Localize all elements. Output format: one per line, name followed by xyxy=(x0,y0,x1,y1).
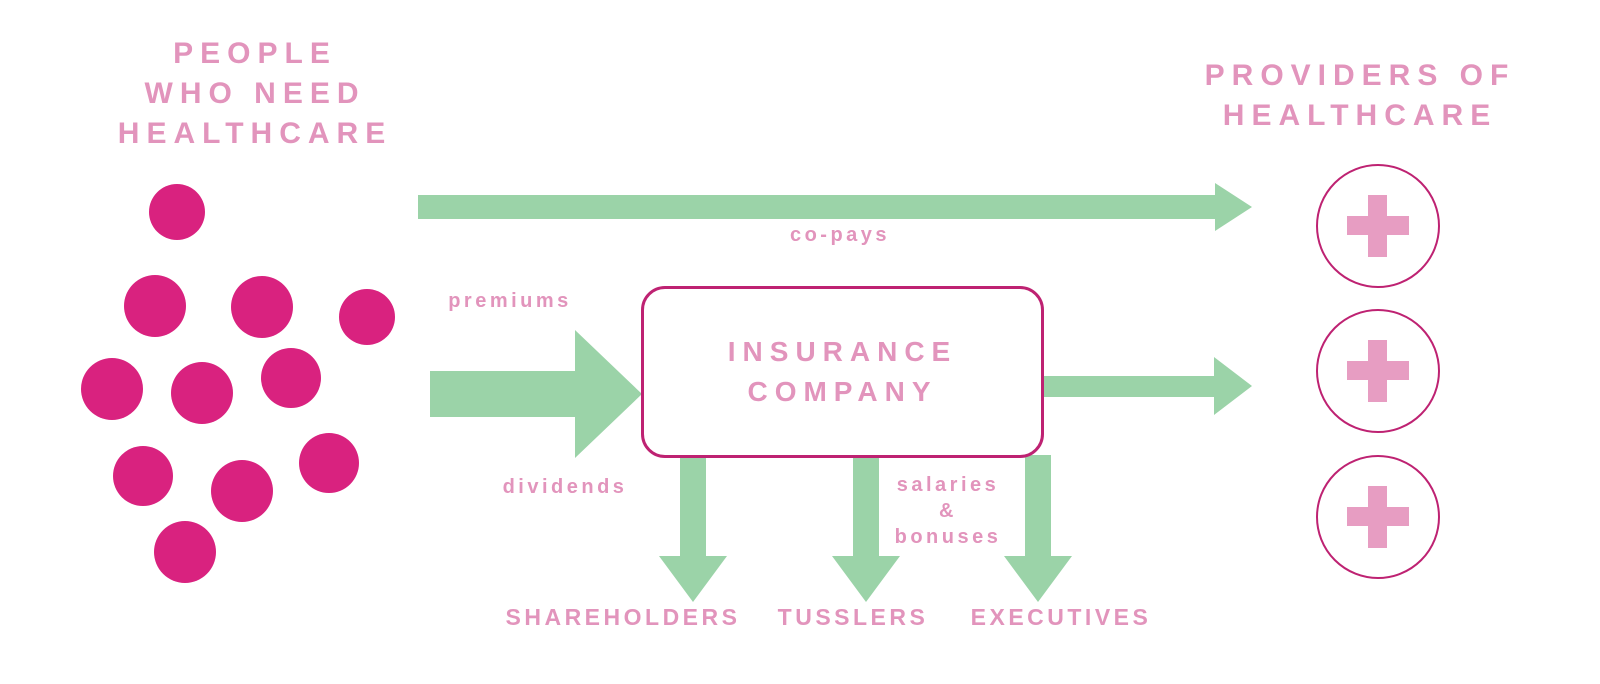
provider-circle[interactable] xyxy=(1316,309,1440,433)
co-pays-arrow xyxy=(418,183,1252,231)
insurance-company-label: INSURANCE COMPANY xyxy=(727,336,958,407)
person-dot xyxy=(339,289,395,345)
provider-circle[interactable] xyxy=(1316,164,1440,288)
recipient-label-tusslers: TUSSLERS xyxy=(777,604,929,630)
premiums-label: premiums xyxy=(448,290,572,312)
person-dot xyxy=(81,358,143,420)
dividends-label: dividends xyxy=(502,476,628,498)
person-dot xyxy=(261,348,321,408)
premiums-arrow xyxy=(430,330,642,458)
person-dot xyxy=(211,460,273,522)
recipient-label-executives: EXECUTIVES xyxy=(970,604,1152,630)
salaries-and-bonuses-label: salaries & bonuses xyxy=(894,474,1002,548)
insurance-to-providers-arrow xyxy=(1036,357,1252,415)
executives-pay-arrow xyxy=(1004,455,1072,602)
recipient-label-shareholders: SHAREHOLDERS xyxy=(505,604,741,630)
person-dot xyxy=(149,184,205,240)
plus-icon xyxy=(1368,194,1387,257)
person-dot xyxy=(113,446,173,506)
plus-icon xyxy=(1368,485,1387,548)
salaries-and-bonuses-arrow xyxy=(832,455,900,602)
left-group-heading: PEOPLE WHO NEED HEALTHCARE xyxy=(117,37,393,150)
insurance-company-node[interactable]: INSURANCE COMPANY xyxy=(641,286,1044,458)
person-dot xyxy=(299,433,359,493)
provider-circle[interactable] xyxy=(1316,455,1440,579)
right-group-heading: PROVIDERS OF HEALTHCARE xyxy=(1204,59,1516,132)
person-dot xyxy=(154,521,216,583)
dividends-arrow xyxy=(659,455,727,602)
co-pays-label: co-pays xyxy=(789,224,891,246)
person-dot xyxy=(231,276,293,338)
people-who-need-healthcare-cluster xyxy=(0,0,420,620)
person-dot xyxy=(124,275,186,337)
person-dot xyxy=(171,362,233,424)
plus-icon xyxy=(1368,339,1387,402)
